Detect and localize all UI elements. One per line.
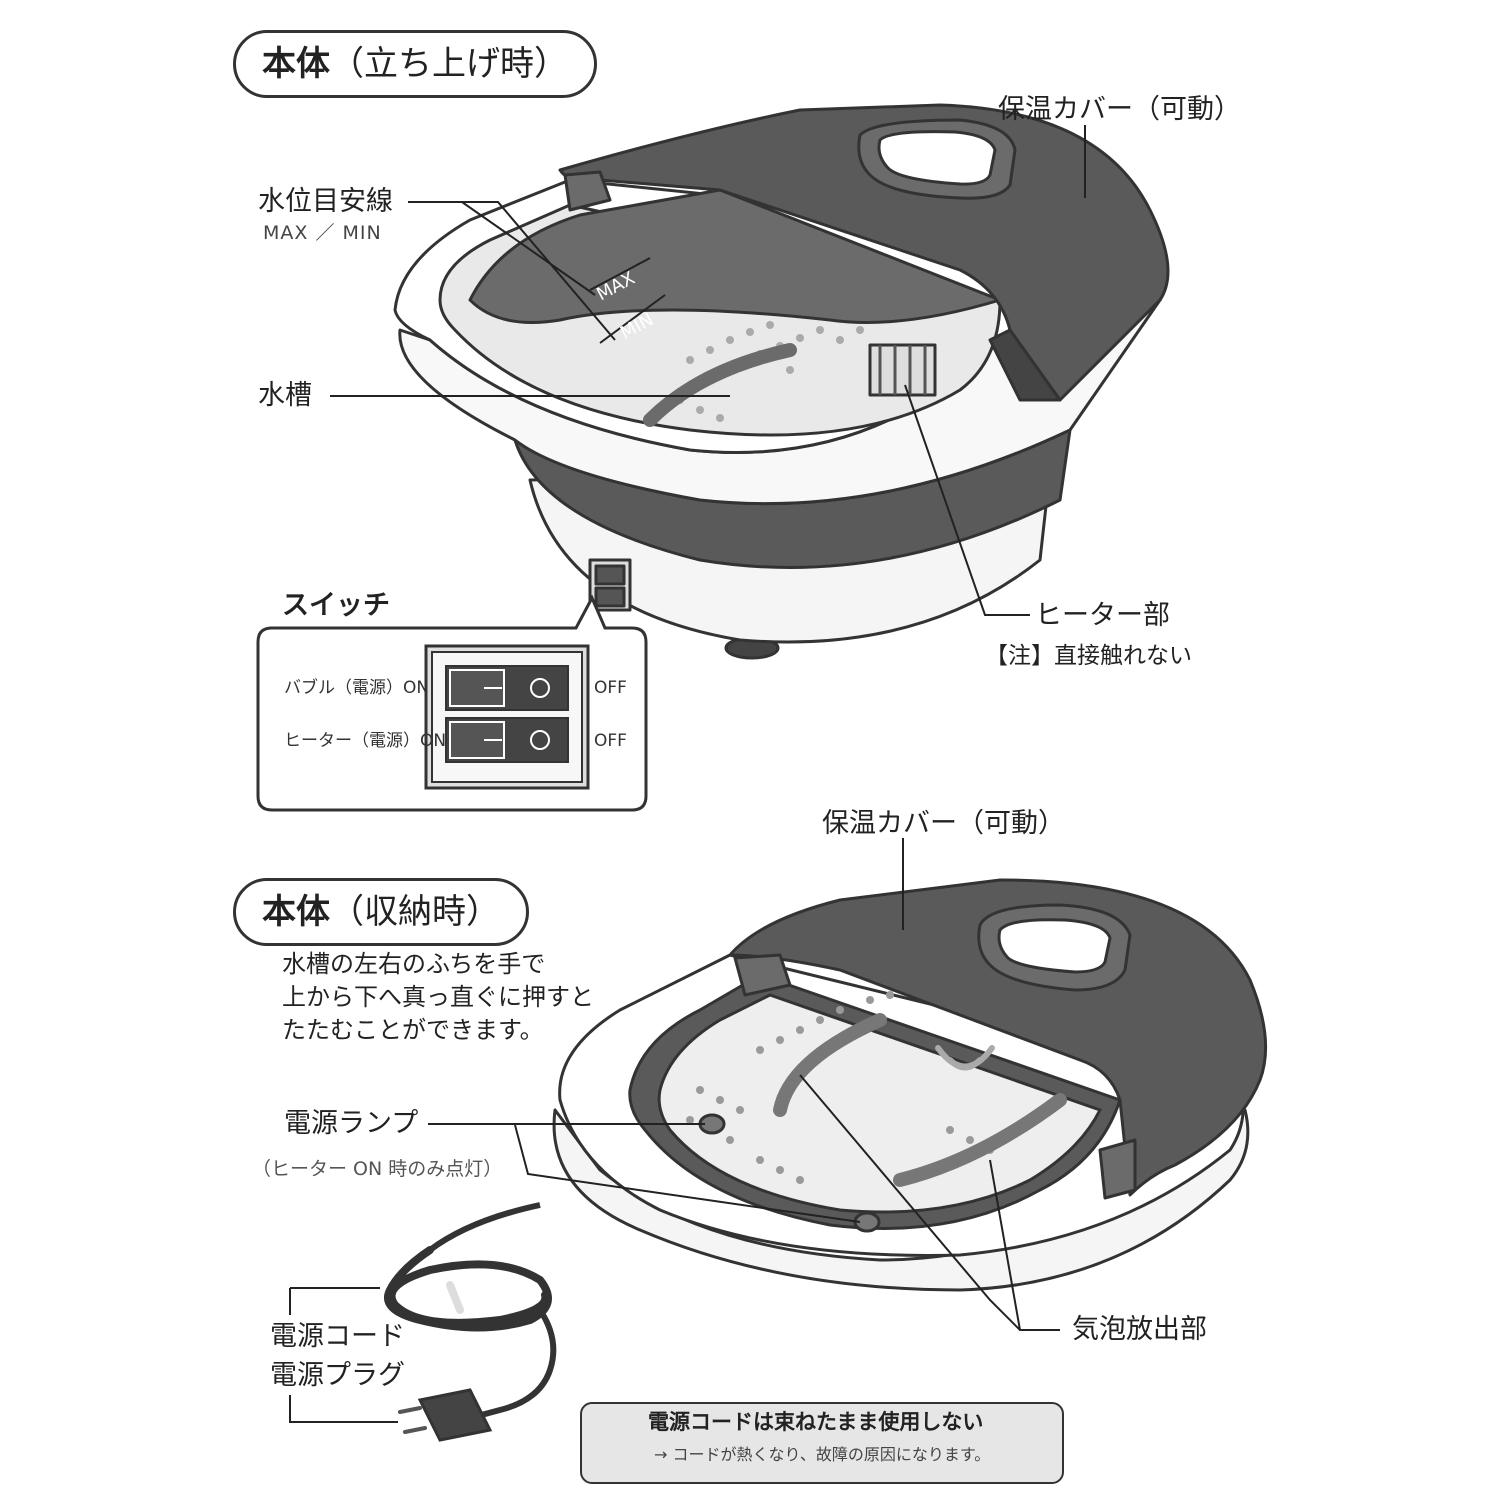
upright-cover-label: 保温カバー（可動） [998, 94, 1241, 125]
folded-title-pill: 本体（収納時） [233, 878, 529, 946]
warning-detail: → コードが熱くなり、故障の原因になります。 [654, 1445, 991, 1464]
power-cord-and-plug [384, 1246, 557, 1442]
folded-leader-lines [289, 838, 1060, 1423]
upright-title-paren: （立ち上げ時） [330, 44, 568, 84]
power-plug-label: 電源プラグ [270, 1360, 405, 1391]
tank-label: 水槽 [258, 380, 312, 411]
instruction-line-2: 上から下へ真っ直ぐに押すと [282, 983, 594, 1011]
water-line-label: 水位目安線 [258, 186, 393, 217]
upright-title-pill: 本体（立ち上げ時） [233, 30, 597, 98]
folded-foot-bath [428, 878, 1268, 1292]
heater-note: 【注】直接触れない [985, 643, 1192, 669]
folded-title-paren: （収納時） [330, 892, 500, 932]
instruction-line-3: たたむことができます。 [282, 1016, 544, 1044]
instruction-line-1: 水槽の左右のふちを手で [282, 950, 546, 978]
power-cord-label: 電源コード [270, 1321, 405, 1352]
bubble-outlet-label: 気泡放出部 [1072, 1314, 1207, 1345]
upright-foot-bath [393, 103, 1170, 660]
lamp-label: 電源ランプ [284, 1108, 419, 1139]
switch-label: スイッチ [282, 590, 390, 621]
folded-title: 本体 [262, 892, 330, 932]
warning-box [580, 1402, 1064, 1484]
switch-row-bubble-left: バブル（電源）ON [284, 678, 430, 698]
water-line-sub: MAX ／ MIN [263, 222, 382, 244]
switch-row-heater-left: ヒーター（電源）ON [284, 731, 447, 751]
switch-row-bubble-right: OFF [594, 678, 627, 698]
upright-leader-lines [330, 125, 1086, 616]
heater-label: ヒーター部 [1035, 600, 1170, 631]
switch-row-heater-right: OFF [594, 731, 627, 751]
folded-cover-label: 保温カバー（可動） [822, 808, 1065, 839]
lamp-note: （ヒーター ON 時のみ点灯） [252, 1158, 503, 1180]
upright-title: 本体 [262, 44, 330, 84]
switch-marks [449, 669, 550, 759]
warning-title: 電源コードは束ねたまま使用しない [648, 1410, 984, 1434]
